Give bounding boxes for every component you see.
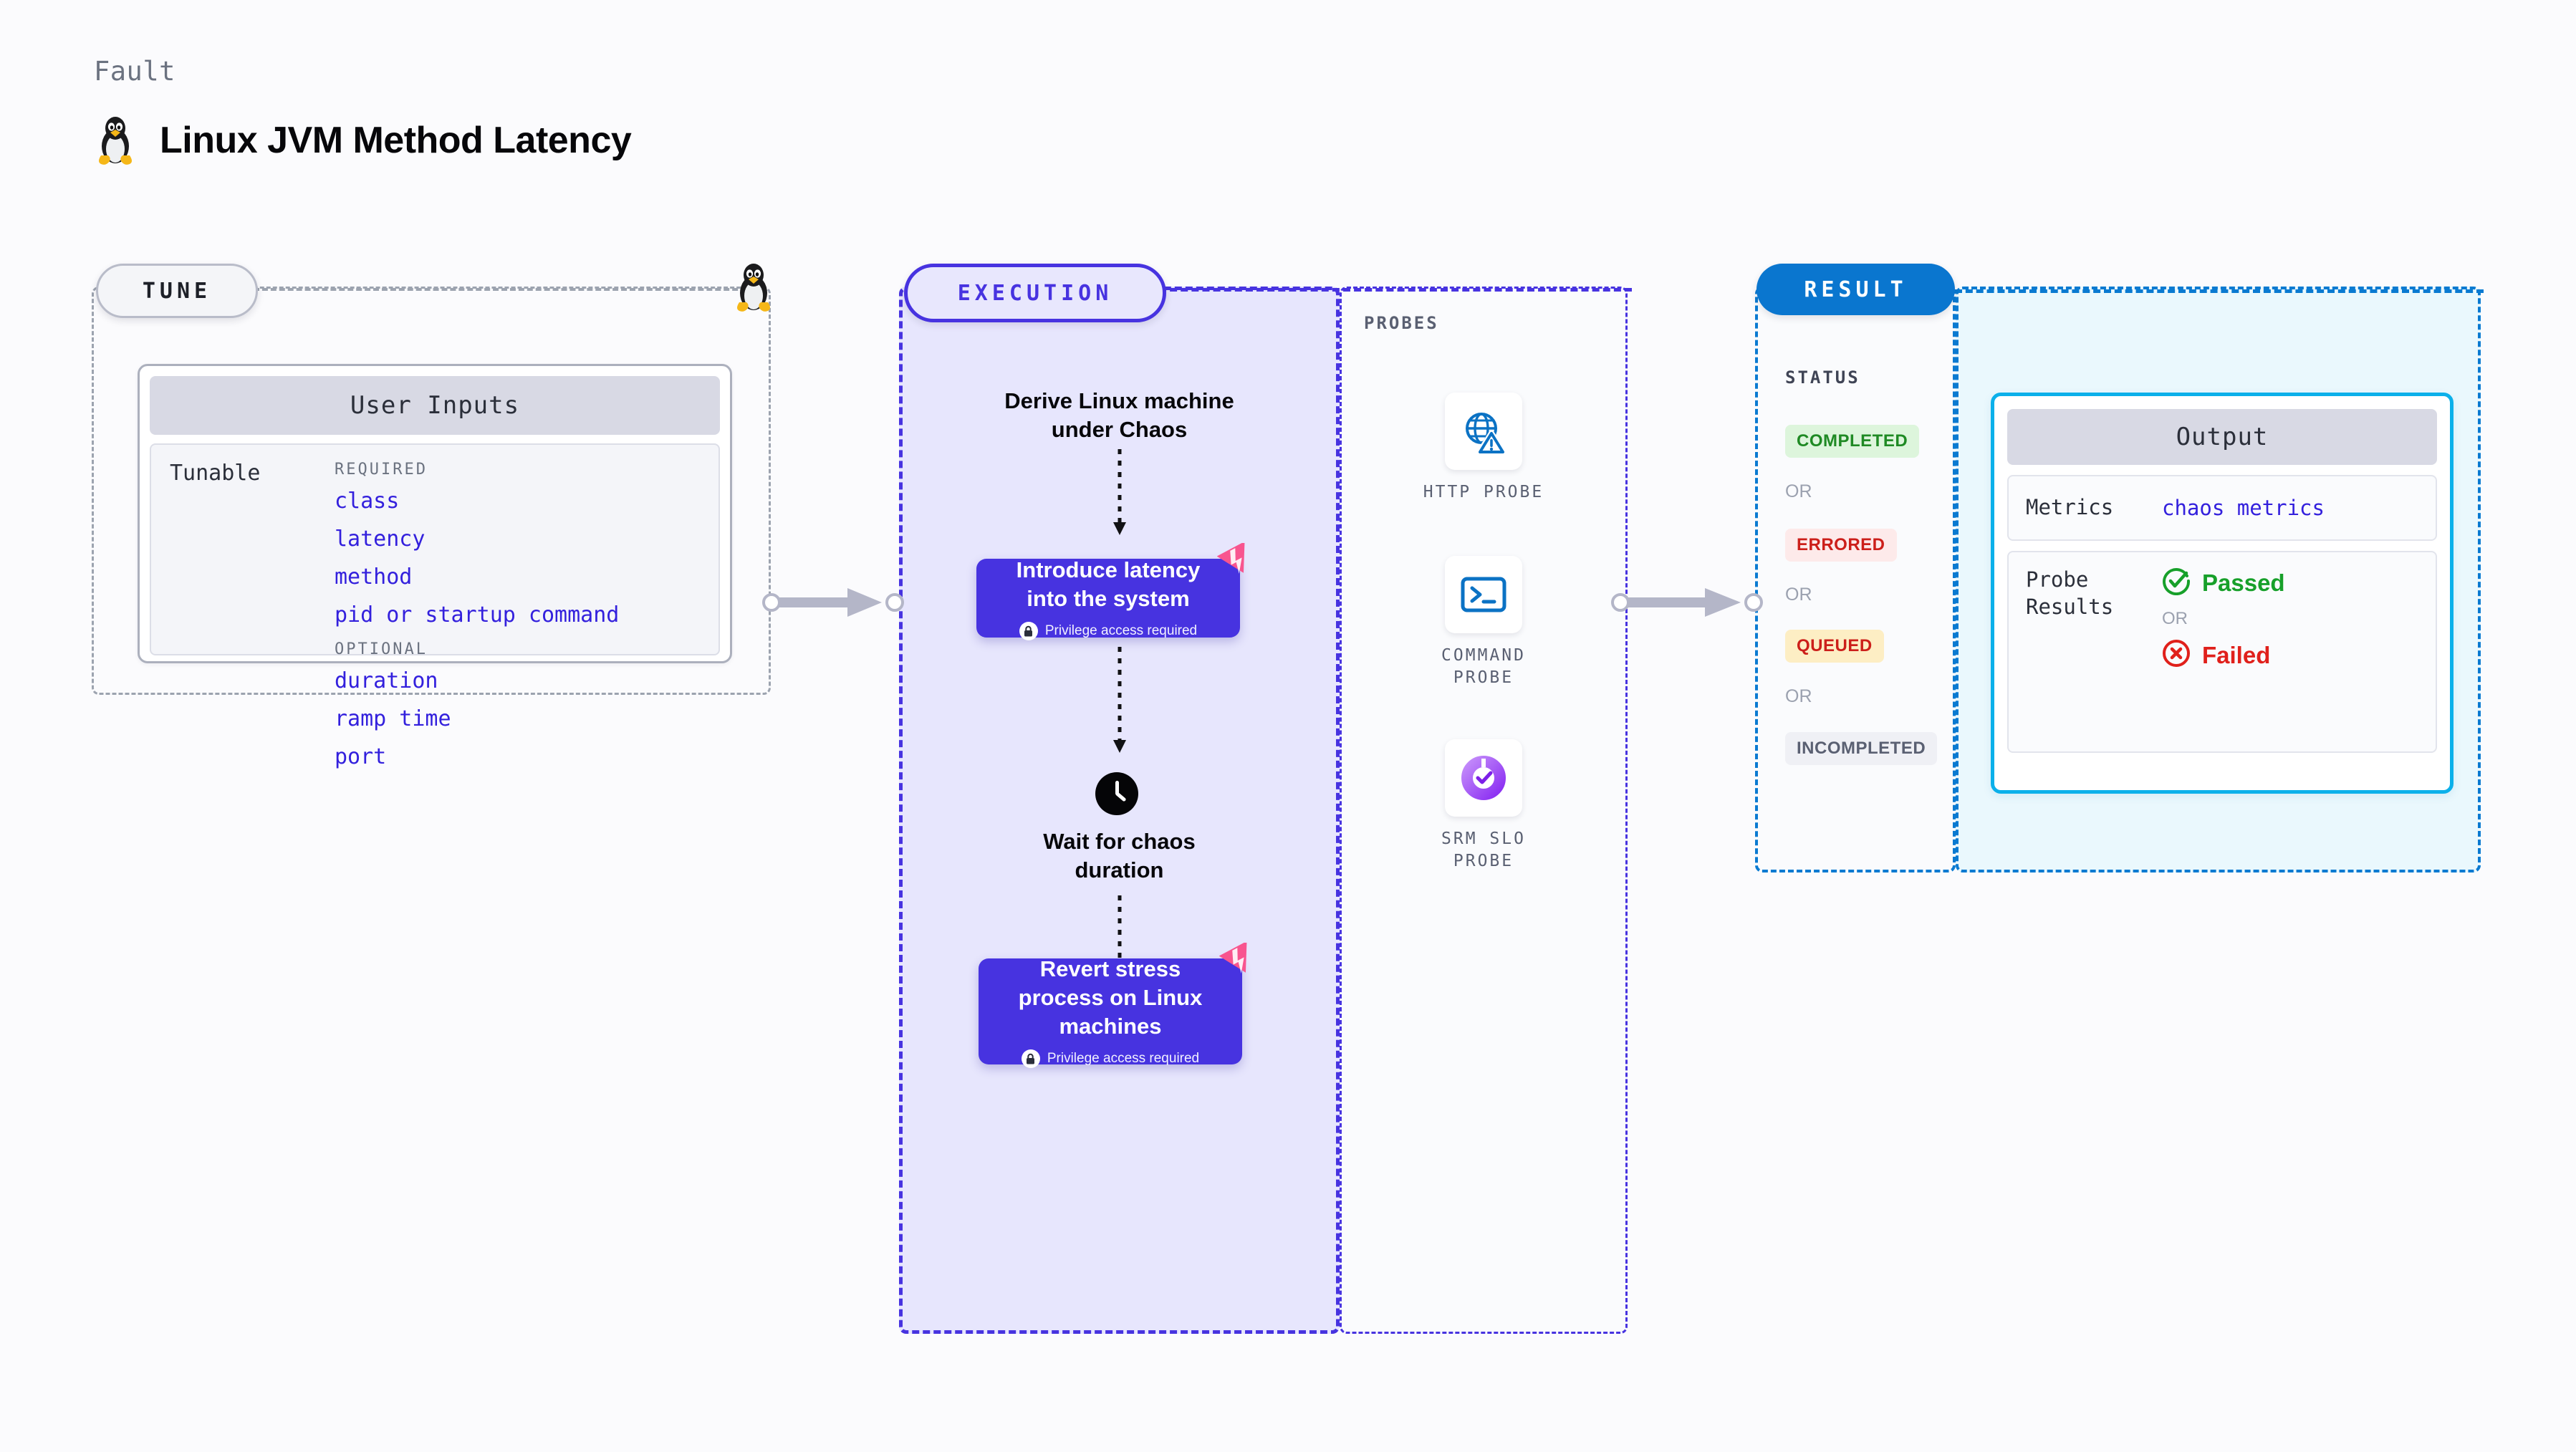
- tune-section-pill[interactable]: TUNE: [96, 264, 258, 318]
- execution-card1-privilege: Privilege access required: [1019, 622, 1198, 641]
- execution-card-introduce-latency[interactable]: Introduce latency into the system Privil…: [976, 541, 1245, 641]
- srm-slo-donut-icon: [1445, 739, 1522, 817]
- execution-card-revert-stress[interactable]: Revert stress process on Linux machines …: [979, 941, 1247, 1069]
- status-badge-errored: ERRORED: [1785, 529, 1897, 562]
- user-inputs-card: User Inputs Tunable REQUIRED class laten…: [138, 364, 732, 769]
- status-or-3: OR: [1785, 686, 1812, 706]
- execution-card2-title: Revert stress process on Linux machines: [1018, 956, 1203, 1039]
- linux-penguin-icon: [94, 115, 137, 166]
- page-title: Linux JVM Method Latency: [160, 120, 632, 161]
- result-status-container: [1755, 287, 1956, 872]
- execution-section-pill[interactable]: EXECUTION: [904, 264, 1166, 322]
- probe-result-passed-label: Passed: [2202, 569, 2285, 596]
- param-method[interactable]: method: [335, 564, 413, 590]
- probe-result-passed: Passed: [2162, 567, 2285, 599]
- globe-warning-icon: [1445, 393, 1522, 470]
- tunable-body: Tunable REQUIRED class latency method pi…: [150, 443, 720, 769]
- x-circle-icon: [2162, 639, 2191, 671]
- linux-penguin-corner-icon: [732, 261, 775, 317]
- result-section-pill[interactable]: RESULT: [1756, 264, 1955, 315]
- status-or-2: OR: [1785, 585, 1812, 605]
- probe-http-label: HTTP PROBE: [1423, 483, 1544, 501]
- execution-connector-dashed-line: [1159, 288, 1632, 292]
- execution-step-derive-machine: Derive Linux machine under Chaos: [1004, 388, 1234, 442]
- param-group-required-title: REQUIRED: [335, 461, 428, 479]
- output-metrics-value[interactable]: chaos metrics: [2162, 496, 2325, 520]
- param-ramp-time[interactable]: ramp time: [335, 706, 451, 731]
- param-pid-or-startup-command[interactable]: pid or startup command: [335, 602, 620, 628]
- execution-card2-privilege: Privilege access required: [1021, 1049, 1200, 1069]
- status-badge-queued: QUEUED: [1785, 630, 1884, 663]
- fault-kicker-label: Fault: [94, 56, 176, 87]
- probe-command[interactable]: COMMAND PROBE: [1340, 556, 1628, 689]
- connector-tune-to-execution: [761, 584, 915, 625]
- tune-connector-dashed-line: [254, 288, 755, 291]
- clock-icon: [1095, 771, 1139, 819]
- probe-srm-slo[interactable]: SRM SLO PROBE: [1340, 739, 1628, 872]
- param-class[interactable]: class: [335, 489, 400, 514]
- output-row-probe-results: Probe Results Passed OR: [2007, 551, 2437, 753]
- probe-result-failed: Failed: [2162, 639, 2285, 671]
- lock-icon: [1019, 622, 1038, 641]
- probes-section-label: PROBES: [1364, 313, 1439, 333]
- output-card-header: Output: [2007, 409, 2437, 465]
- harness-chaos-badge-icon: [1219, 941, 1259, 982]
- tunable-label: Tunable: [170, 461, 261, 486]
- terminal-icon: [1445, 556, 1522, 633]
- output-metrics-key: Metrics: [2026, 495, 2114, 520]
- connector-execution-to-result: [1610, 584, 1775, 625]
- output-probe-results-values: Passed OR Failed: [2162, 567, 2285, 737]
- param-latency[interactable]: latency: [335, 527, 426, 552]
- output-card: Output Metrics chaos metrics Probe Resul…: [1991, 393, 2454, 794]
- arrow-introduce-to-wait: [1103, 647, 1136, 758]
- tunable-param-list: REQUIRED class latency method pid or sta…: [335, 461, 620, 769]
- probe-command-label: COMMAND PROBE: [1441, 646, 1526, 688]
- status-badge-completed: COMPLETED: [1785, 425, 1920, 458]
- lock-icon: [1021, 1049, 1040, 1069]
- param-group-optional-title: OPTIONAL: [335, 640, 428, 658]
- arrow-derive-to-introduce: [1103, 449, 1136, 540]
- result-status-label: STATUS: [1785, 367, 1860, 388]
- probe-http[interactable]: HTTP PROBE: [1340, 393, 1628, 504]
- execution-card2-privilege-text: Privilege access required: [1047, 1051, 1200, 1067]
- user-inputs-header: User Inputs: [150, 376, 720, 435]
- result-connector-dashed-line: [1955, 289, 2484, 293]
- probe-result-or: OR: [2162, 609, 2188, 628]
- param-duration[interactable]: duration: [335, 668, 438, 693]
- param-port[interactable]: port: [335, 744, 387, 769]
- probe-result-failed-label: Failed: [2202, 641, 2271, 668]
- output-probe-results-key: Probe Results: [2026, 567, 2114, 619]
- harness-chaos-badge-icon: [1216, 541, 1257, 582]
- execution-card1-title: Introduce latency into the system: [1016, 557, 1201, 611]
- probe-srm-slo-label: SRM SLO PROBE: [1441, 830, 1526, 871]
- status-badge-incompleted: INCOMPLETED: [1785, 732, 1938, 765]
- page-title-row: Linux JVM Method Latency: [94, 115, 632, 166]
- execution-card1-privilege-text: Privilege access required: [1044, 623, 1198, 639]
- tune-section-container: [92, 287, 771, 695]
- output-row-metrics: Metrics chaos metrics: [2007, 475, 2437, 541]
- status-or-1: OR: [1785, 481, 1812, 501]
- check-circle-icon: [2162, 567, 2191, 599]
- execution-step-wait-duration: Wait for chaos duration: [1043, 829, 1196, 883]
